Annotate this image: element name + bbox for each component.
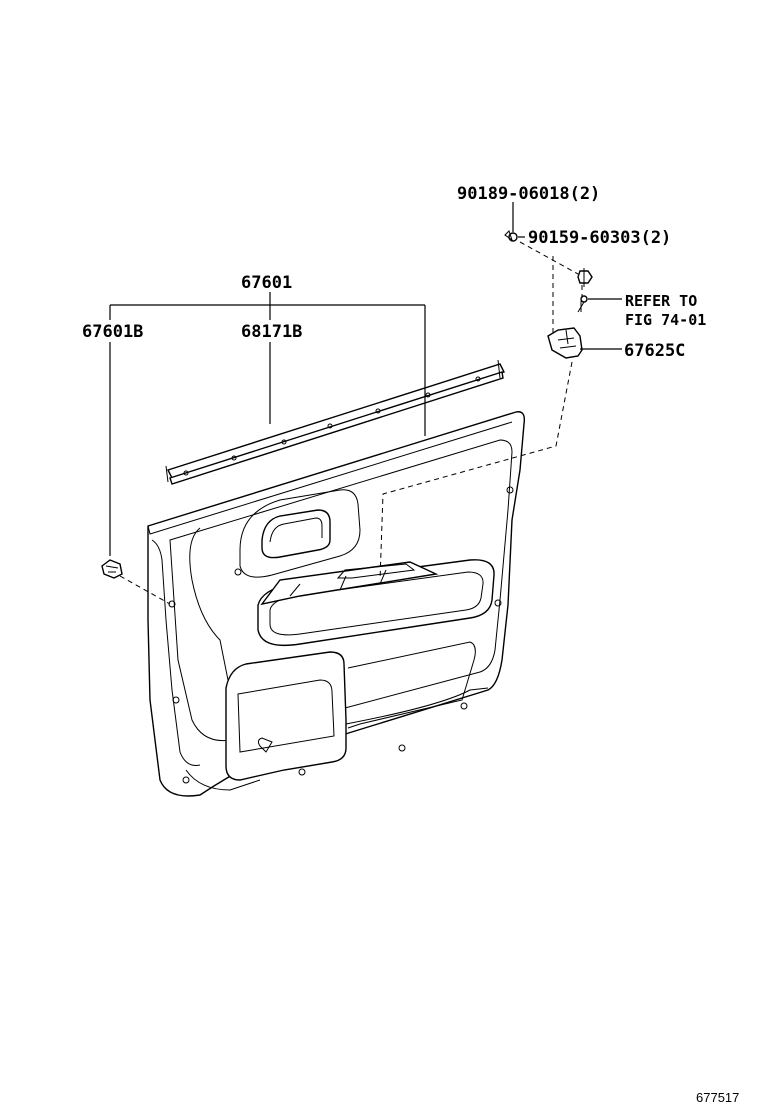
label-90189-06018: 90189-06018(2): [457, 184, 600, 204]
label-90159-60303: 90159-60303(2): [528, 228, 671, 248]
leader-lines: [109, 202, 622, 605]
label-67625c: 67625C: [624, 341, 685, 361]
label-67601b: 67601B: [82, 322, 143, 342]
label-67601: 67601: [241, 273, 292, 293]
label-refer-to: REFER TO: [625, 292, 697, 310]
part-labels: 90189-06018(2) 90159-60303(2) REFER TO F…: [82, 184, 739, 1105]
figure-code: 677517: [696, 1090, 739, 1105]
label-fig-reference: FIG 74-01: [625, 311, 706, 329]
window-weatherstrip: [165, 359, 505, 485]
label-68171b: 68171B: [241, 322, 302, 342]
bracket-and-fasteners: [504, 230, 593, 359]
trim-clip: [101, 559, 123, 579]
door-trim-panel: [147, 411, 526, 797]
